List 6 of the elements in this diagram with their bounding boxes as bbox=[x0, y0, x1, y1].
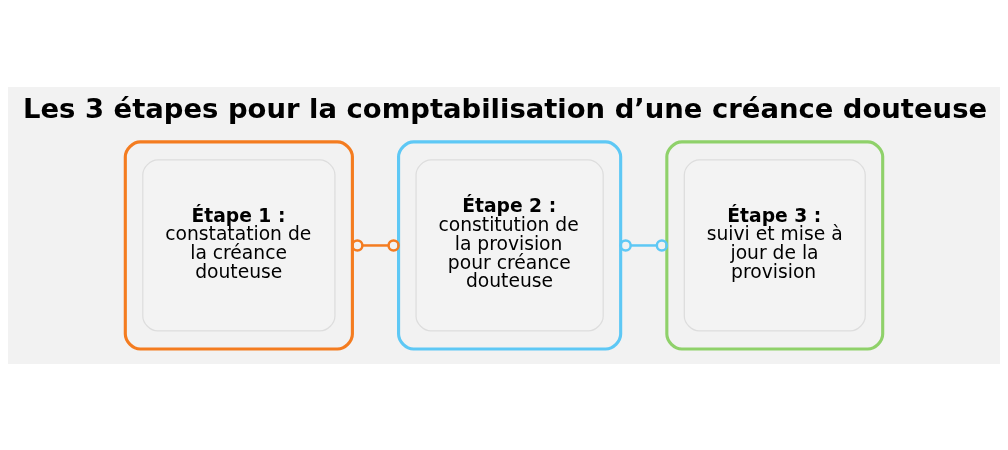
cluster bbox=[123, 139, 354, 351]
connector bbox=[619, 238, 669, 252]
cluster bbox=[665, 139, 885, 351]
connector bbox=[351, 238, 400, 252]
diagram-title: Les 3 étapes pour la comptabilisation d’une créance douteuse bbox=[22, 92, 988, 124]
cluster bbox=[397, 139, 623, 351]
